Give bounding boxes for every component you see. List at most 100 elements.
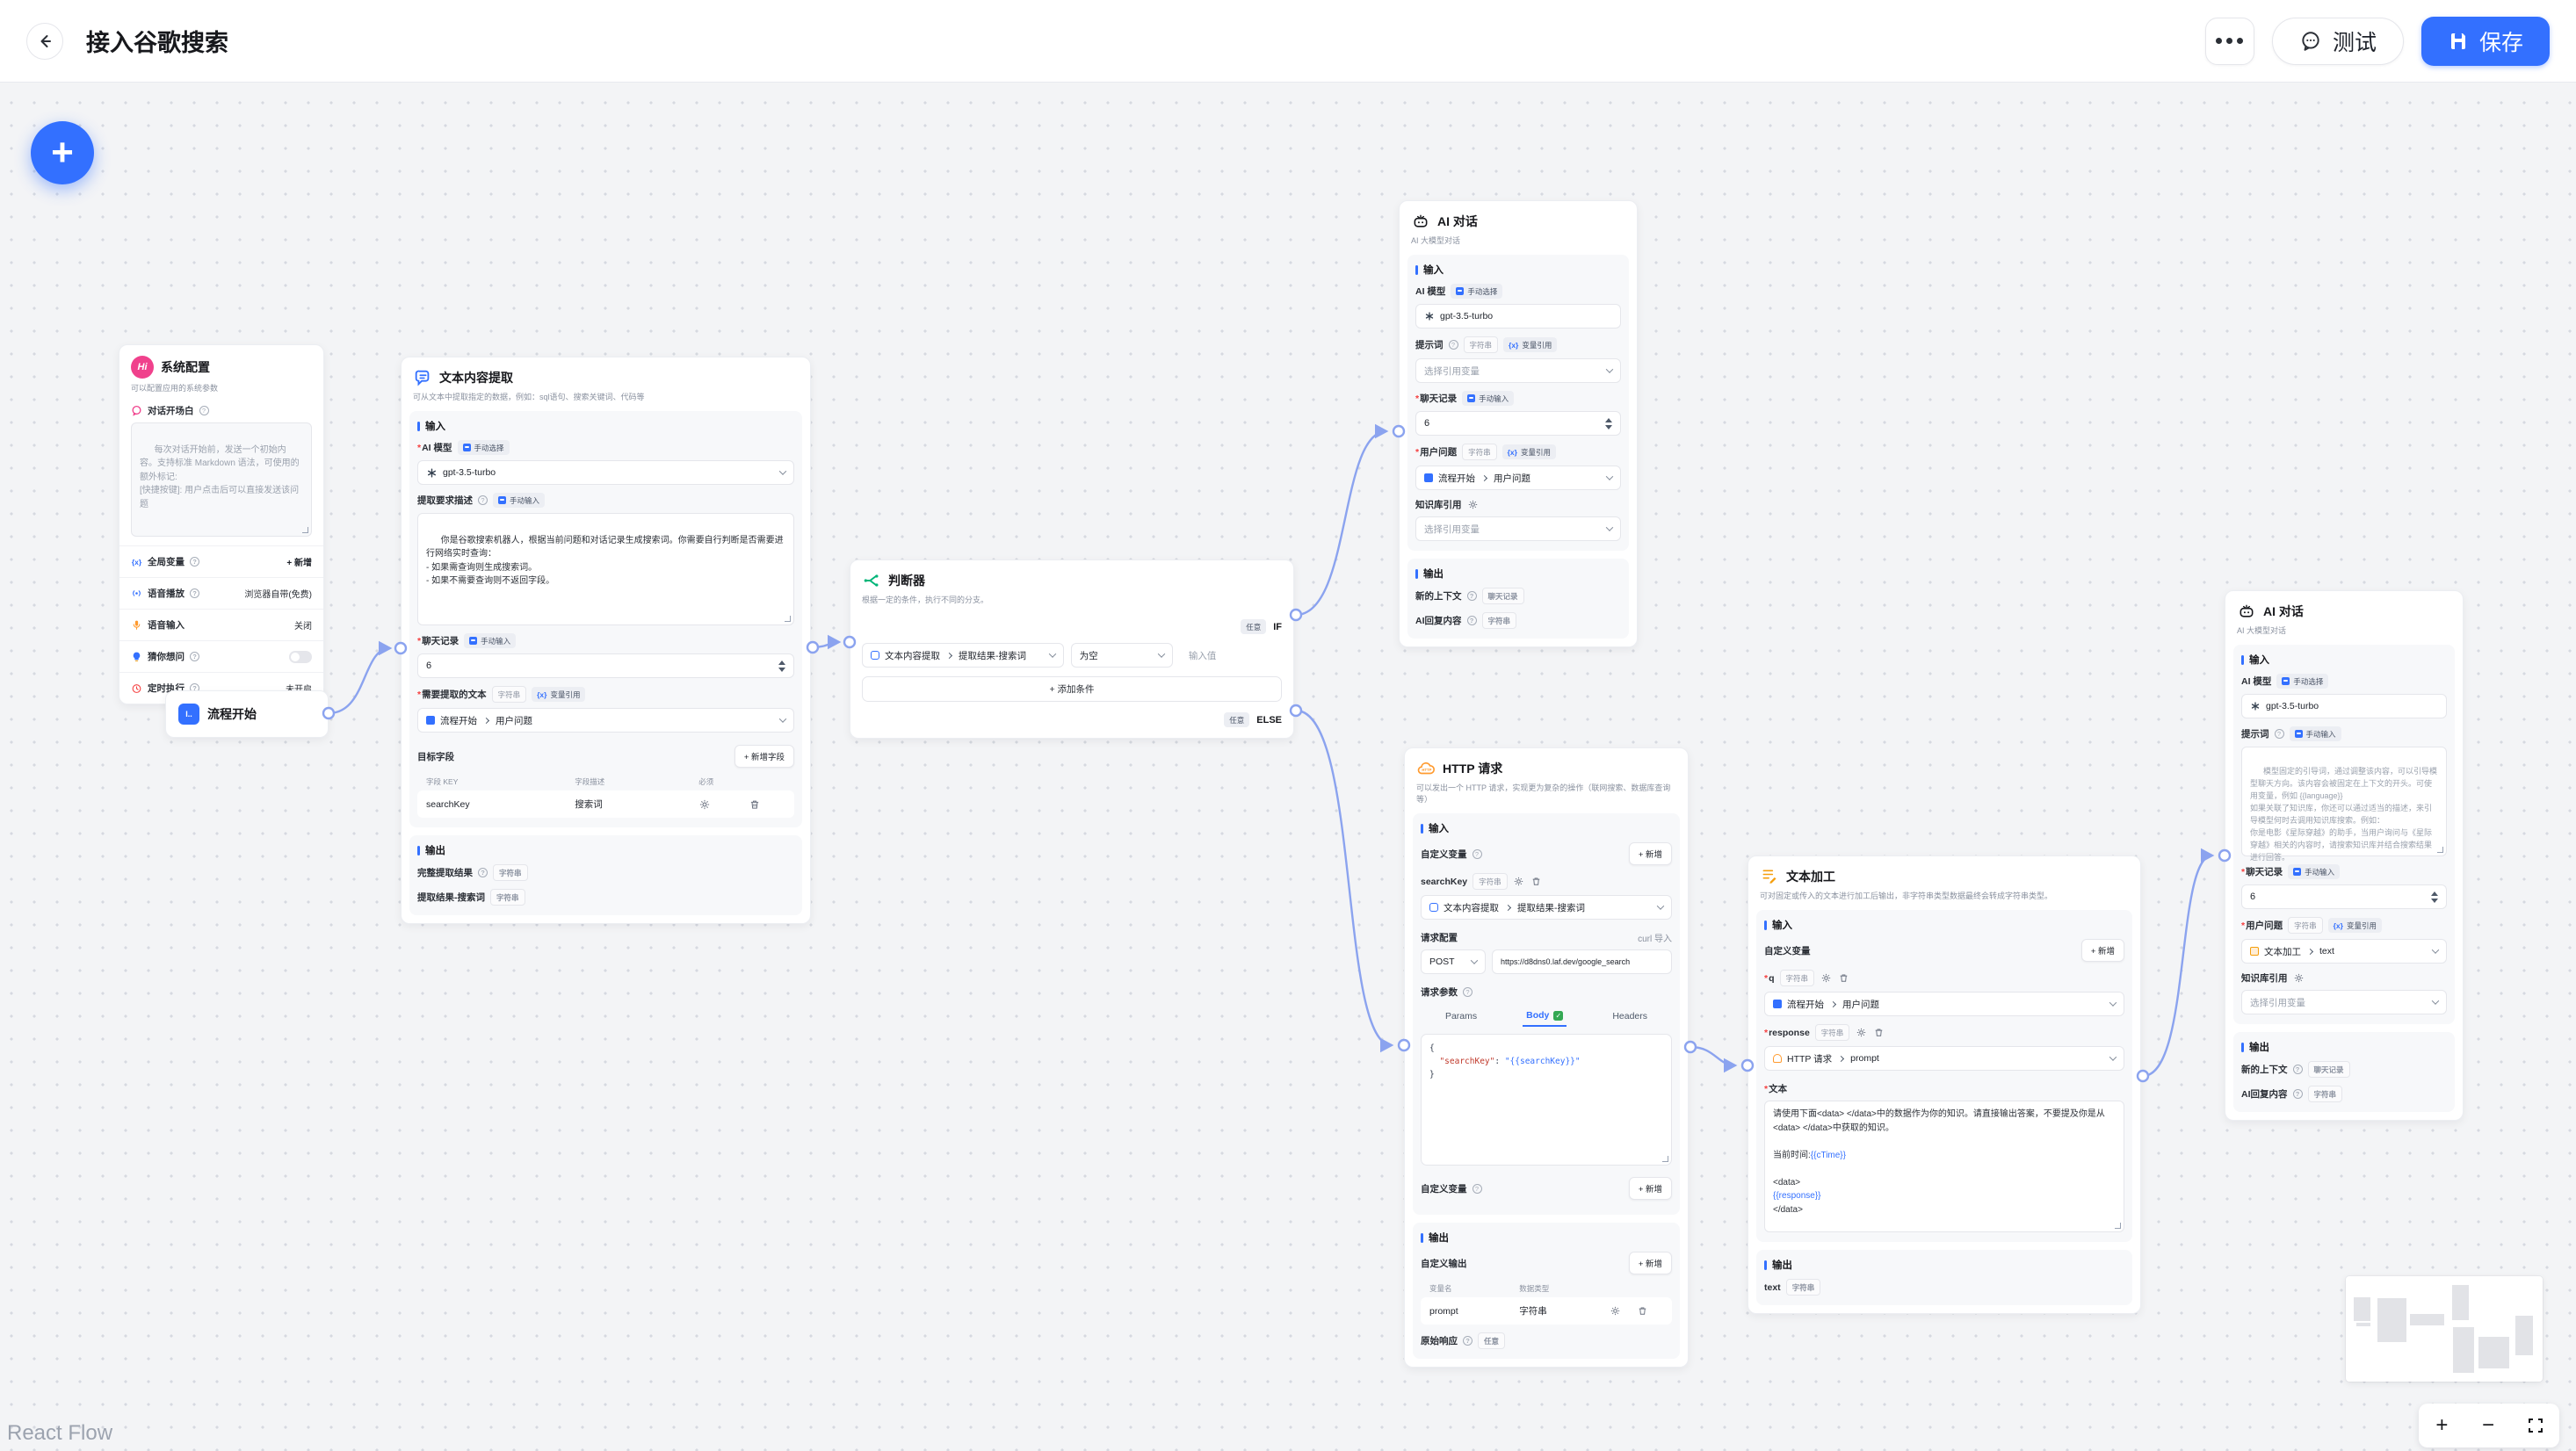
trash-icon[interactable] — [749, 798, 761, 811]
add-var-button[interactable]: + 新增 — [1628, 842, 1672, 866]
zoom-out-button[interactable]: − — [2482, 1413, 2495, 1437]
gear-icon[interactable] — [1820, 972, 1832, 985]
ai-model-label: AI 模型 — [417, 441, 452, 454]
kb-select[interactable]: 选择引用变量 — [2241, 990, 2447, 1015]
chat-history-label: 聊天记录 — [417, 634, 459, 647]
minimap-node — [2356, 1323, 2370, 1326]
extract-text-select[interactable]: 流程开始用户问题 — [417, 708, 794, 733]
add-global-var-button[interactable]: + 新增 — [286, 559, 312, 569]
gear-icon[interactable] — [1610, 1305, 1622, 1317]
q-ref-select[interactable]: 流程开始用户问题 — [1764, 992, 2124, 1017]
kb-select[interactable]: 选择引用变量 — [1415, 516, 1621, 542]
var-ref-badge[interactable]: {x}变量引用 — [532, 687, 586, 703]
node-ai-chat-right[interactable]: AI 对话 AI 大模型对话 输入 AI 模型 手动选择 gpt-3.5-tur… — [2225, 590, 2464, 1122]
gear-icon[interactable] — [1513, 876, 1525, 888]
minimap-node — [2452, 1285, 2469, 1320]
edge-extract-judge[interactable] — [812, 634, 842, 650]
voice-input-value[interactable]: 关闭 — [294, 622, 312, 632]
ellipsis-icon — [2216, 38, 2223, 44]
edge-else-http[interactable] — [1295, 709, 1394, 1053]
manual-select-badge[interactable]: 手动选择 — [457, 440, 510, 456]
model-select[interactable]: gpt-3.5-turbo — [417, 460, 794, 486]
trash-icon[interactable] — [1636, 1305, 1648, 1317]
body-code-editor[interactable]: { "searchKey": "{{searchKey}}" } — [1421, 1034, 1672, 1166]
text-template-editor[interactable]: 请使用下面<data> </data>中的数据作为你的知识。请直接输出答案，不要… — [1764, 1101, 2124, 1233]
manual-input-badge[interactable]: 手动输入 — [493, 493, 546, 509]
node-http-request[interactable]: HTTP HTTP 请求 可以发出一个 HTTP 请求，实现更为复杂的操作（联网… — [1404, 747, 1689, 1368]
condition-value-input[interactable]: 输入值 — [1188, 650, 1217, 661]
condition-operator-select[interactable]: 为空 — [1070, 643, 1173, 668]
page-title: 接入谷歌搜索 — [86, 30, 228, 56]
target-fields-label: 目标字段 — [417, 751, 454, 762]
opening-textarea[interactable]: 每次对话开始前，发送一个初始内容。支持标准 Markdown 语法，可使用的额外… — [131, 422, 312, 538]
back-button[interactable] — [26, 22, 63, 60]
chat-rounds-input[interactable]: 6 — [417, 653, 794, 679]
help-icon[interactable] — [199, 406, 209, 416]
edge-http-textproc[interactable] — [1690, 1045, 1738, 1073]
desc-textarea[interactable]: 你是谷歌搜索机器人，根据当前问题和对话记录生成搜索词。你需要自行判断是否需要进行… — [417, 513, 794, 626]
edge-start-extract[interactable] — [328, 640, 393, 715]
searchkey-ref-select[interactable]: 文本内容提取提取结果-搜索词 — [1421, 895, 1672, 920]
string-badge: 字符串 — [491, 686, 527, 704]
fit-view-button[interactable] — [2528, 1419, 2543, 1433]
opening-chat-icon — [131, 405, 142, 416]
node-system-config[interactable]: Hi 系统配置 可以配置应用的系统参数 对话开场白 每次对话开始前，发送一个初始… — [119, 344, 324, 705]
url-input[interactable]: https://d8dns0.laf.dev/google_search — [1492, 949, 1672, 975]
openai-icon — [2251, 702, 2260, 711]
trash-icon[interactable] — [1872, 1027, 1885, 1039]
method-select[interactable]: POST — [1421, 949, 1486, 975]
suggestions-toggle[interactable] — [289, 650, 312, 663]
gear-icon[interactable] — [2293, 972, 2305, 985]
test-button[interactable]: 测试 — [2271, 17, 2404, 65]
openai-icon — [1425, 312, 1434, 321]
tab-headers[interactable]: Headers — [1612, 1011, 1648, 1022]
node-text-extract[interactable]: 文本内容提取 可从文本中提取指定的数据，例如：sql语句、搜索关键词、代码等 输… — [401, 357, 811, 925]
chat-rounds-input[interactable]: 6 — [2241, 884, 2447, 910]
var-name: searchKey — [1421, 876, 1468, 887]
add-field-button[interactable]: + 新增字段 — [734, 745, 794, 769]
gear-icon[interactable] — [698, 798, 711, 811]
add-condition-button[interactable]: + 添加条件 — [862, 676, 1282, 703]
trash-icon[interactable] — [1837, 972, 1849, 985]
http-mini-icon — [1773, 1054, 1782, 1064]
curl-import-link[interactable]: curl 导入 — [1638, 935, 1672, 945]
number-stepper[interactable] — [778, 660, 785, 672]
tab-body[interactable]: Body — [1523, 1006, 1567, 1028]
save-button[interactable]: 保存 — [2420, 16, 2550, 66]
node-flow-start[interactable]: I.. 流程开始 — [165, 690, 329, 738]
chat-rounds-input[interactable]: 6 — [1415, 411, 1621, 437]
var-response: response — [1764, 1028, 1810, 1038]
output-new-context: 新的上下文 聊天记录 — [2241, 1061, 2447, 1079]
text-extract-icon — [413, 368, 432, 387]
node-text-process[interactable]: 文本加工 可对固定或传入的文本进行加工后输出，非字符串类型数据最终会转成字符串类… — [1747, 855, 2141, 1315]
resize-handle[interactable] — [302, 527, 308, 534]
condition-variable-select[interactable]: 文本内容提取提取结果-搜索词 — [862, 643, 1064, 668]
flow-start-mini-icon — [426, 716, 435, 726]
node-ai-chat-top[interactable]: AI 对话 AI 大模型对话 输入 AI 模型 手动选择 gpt-3.5-tur… — [1399, 200, 1638, 648]
user-question-select[interactable]: 流程开始用户问题 — [1415, 466, 1621, 491]
gear-icon[interactable] — [1467, 499, 1480, 511]
edge-textproc-aichat[interactable] — [2142, 848, 2215, 1078]
model-select[interactable]: gpt-3.5-turbo — [2241, 694, 2447, 719]
node-condition[interactable]: 判断器 根据一定的条件，执行不同的分支。 任意 IF 文本内容提取提取结果-搜索… — [850, 559, 1294, 740]
canvas-controls: + − — [2419, 1404, 2559, 1447]
raw-response-row: 原始响应 任意 — [1421, 1332, 1672, 1350]
prompt-var-select[interactable]: 选择引用变量 — [1415, 358, 1621, 384]
minimap-node — [2453, 1327, 2474, 1373]
more-button[interactable] — [2204, 17, 2254, 65]
any-badge[interactable]: 任意 — [1241, 619, 1267, 635]
tts-value[interactable]: 浏览器自带(免费) — [244, 590, 312, 601]
edge-if-aichat[interactable] — [1295, 423, 1389, 617]
model-select[interactable]: gpt-3.5-turbo — [1415, 304, 1621, 329]
prompt-textarea[interactable]: 模型固定的引导词，通过调整该内容，可以引导模型聊天方向。该内容会被固定在上下文的… — [2241, 747, 2447, 862]
trash-icon[interactable] — [1530, 876, 1543, 888]
schedule-value[interactable]: 未开启 — [286, 682, 312, 695]
tab-params[interactable]: Params — [1444, 1011, 1478, 1022]
minimap[interactable] — [2346, 1276, 2543, 1382]
add-node-button[interactable]: + — [31, 121, 94, 184]
add-output-button[interactable]: + 新增 — [1628, 1252, 1672, 1275]
zoom-in-button[interactable]: + — [2435, 1413, 2449, 1437]
gear-icon[interactable] — [1855, 1027, 1867, 1039]
